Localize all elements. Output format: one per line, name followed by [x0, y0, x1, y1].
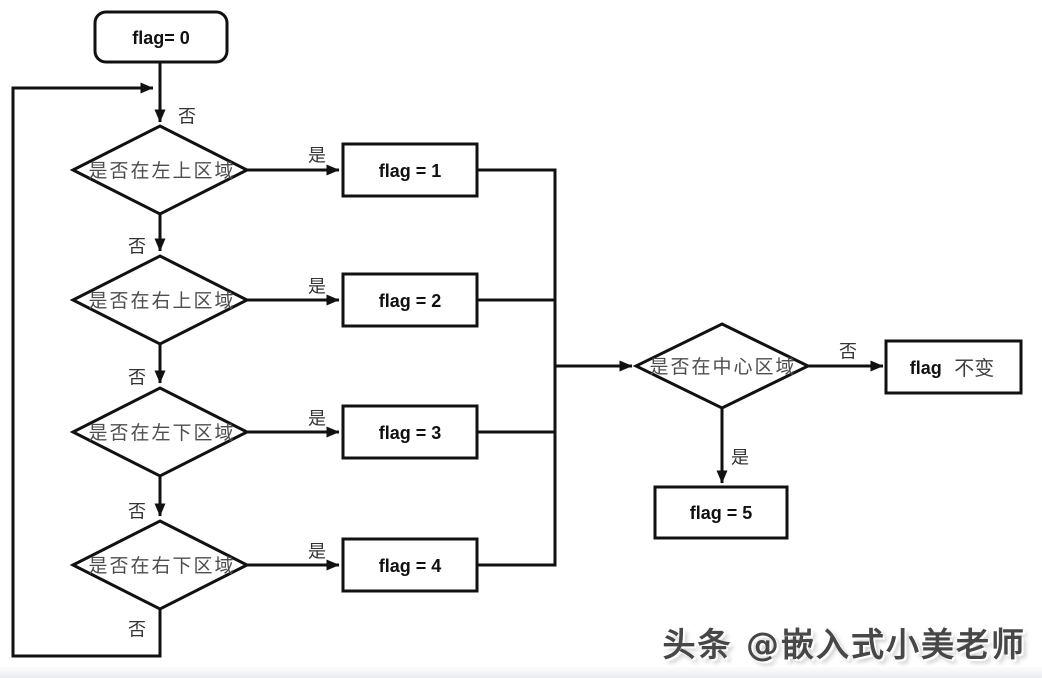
- result-flag5-label: flag = 5: [690, 503, 753, 523]
- decision1-no-label: 否: [128, 237, 146, 258]
- watermark-text: 头条 @嵌入式小美老师: [662, 625, 1026, 664]
- result-flag-unchanged-node: [884, 339, 1023, 395]
- decision-bottom-right: [69, 519, 251, 611]
- decision-center: [632, 322, 812, 410]
- start-node: [93, 10, 229, 64]
- decision-bottom-left: [69, 386, 251, 478]
- result-flag-unchanged-label-cn: 不变: [954, 356, 994, 380]
- result-flag3-node: [341, 404, 479, 460]
- decision4-yes-label: 是: [308, 542, 326, 563]
- center-yes-label: 是: [731, 448, 749, 469]
- result-flag5-node: [653, 485, 789, 540]
- decision3-yes-label: 是: [308, 409, 326, 430]
- start-node-label: flag= 0: [132, 28, 190, 48]
- decision-top-right: [69, 254, 251, 346]
- result-flag4-label: flag = 4: [379, 556, 442, 576]
- result-flag4-node: [341, 537, 479, 593]
- decision3-no-label: 否: [128, 502, 146, 523]
- decision2-no-label: 否: [128, 368, 146, 389]
- result-flag-unchanged-label: flag 不变: [910, 356, 994, 380]
- edge-loop-back: [11, 82, 162, 658]
- bottom-band: [0, 667, 1042, 678]
- decision4-no-label: 否: [128, 620, 146, 641]
- decision-bottom-left-label: 是否在左下区域: [88, 422, 235, 444]
- decision-top-left-label: 是否在左上区域: [88, 160, 235, 182]
- result-flag1-node: [341, 142, 479, 198]
- entry-no-label: 否: [178, 107, 196, 128]
- decision-center-label: 是否在中心区域: [649, 356, 796, 378]
- decision-top-left: [69, 124, 251, 216]
- result-flag3-label: flag = 3: [379, 423, 442, 443]
- decision1-yes-label: 是: [308, 146, 326, 167]
- result-flag2-label: flag = 2: [379, 291, 442, 311]
- result-flag2-node: [341, 272, 479, 328]
- result-flag1-label: flag = 1: [379, 161, 442, 181]
- edge-results-collector: [477, 168, 557, 567]
- decision-top-right-label: 是否在右上区域: [88, 290, 235, 312]
- decision-bottom-right-label: 是否在右下区域: [88, 555, 235, 577]
- result-flag-unchanged-label-en: flag: [910, 358, 942, 378]
- center-no-label: 否: [839, 342, 857, 363]
- decision2-yes-label: 是: [308, 277, 326, 298]
